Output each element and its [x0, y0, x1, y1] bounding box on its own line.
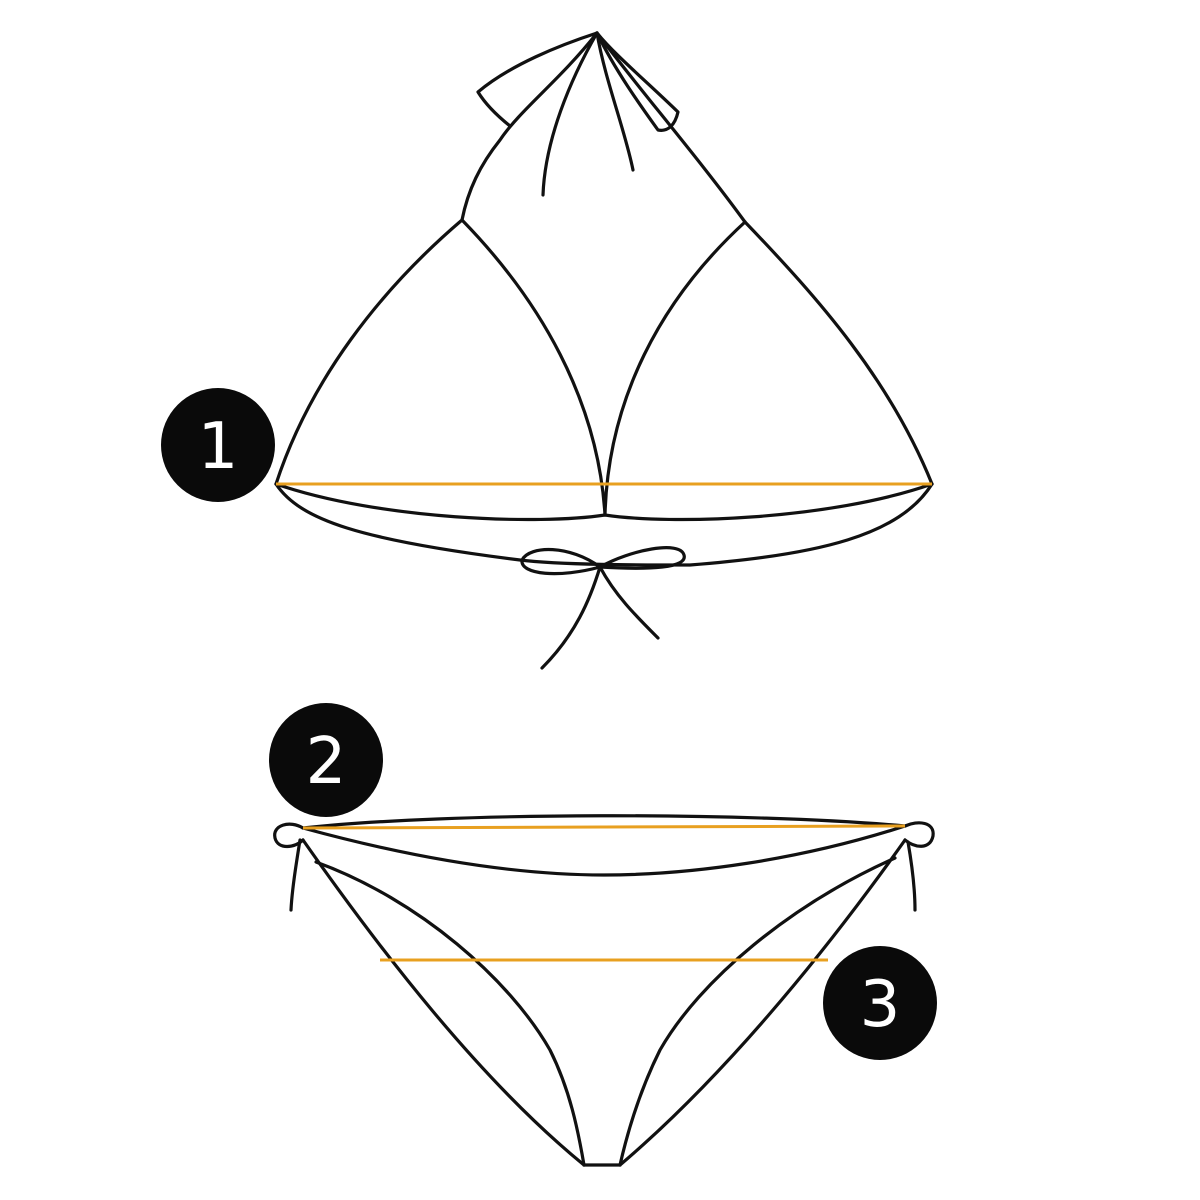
right-side-tie-string: [906, 840, 917, 912]
neck-tie-left: [476, 31, 599, 128]
left-side-tie-string: [289, 838, 302, 912]
marker-badge-2-circle: [269, 703, 383, 817]
neck-strap-left: [460, 31, 599, 222]
right-side-tie-loop: [903, 821, 935, 848]
right-leg-outer: [618, 838, 907, 1167]
under-band-bottom: [274, 482, 934, 567]
left-leg-outer: [301, 838, 586, 1167]
marker-badge-3: 3: [823, 946, 937, 1060]
left-cup-inner: [460, 218, 607, 517]
left-cup: [274, 218, 464, 486]
under-band-top: [274, 482, 934, 522]
marker-badge-1: 1: [161, 388, 275, 502]
neck-knot-fold-right: [595, 31, 635, 172]
marker-badge-3-circle: [823, 946, 937, 1060]
marker-label-1: 1: [198, 410, 239, 484]
marker-badge-1-circle: [161, 388, 275, 502]
front-bow-right-loop: [598, 546, 686, 570]
front-bow-left-loop: [520, 548, 602, 576]
measure-line-2: [302, 824, 906, 830]
marker-label-3: 3: [860, 968, 901, 1042]
waistband-top: [301, 814, 907, 830]
neck-strap-right: [595, 31, 747, 224]
bikini-bottom: [273, 814, 935, 1167]
waistband-bottom: [301, 824, 907, 877]
front-bow-tail-right: [598, 565, 660, 640]
right-leg-inner: [618, 856, 897, 1167]
bikini-top: [274, 31, 934, 670]
front-bow-tail-left: [540, 565, 602, 670]
neck-knot-fold-left: [541, 31, 599, 197]
left-side-tie-loop: [273, 822, 305, 849]
marker-badge-2: 2: [269, 703, 383, 817]
left-leg-inner: [314, 860, 586, 1167]
right-cup: [743, 220, 934, 486]
marker-label-2: 2: [306, 725, 347, 799]
right-cup-inner: [603, 220, 747, 517]
